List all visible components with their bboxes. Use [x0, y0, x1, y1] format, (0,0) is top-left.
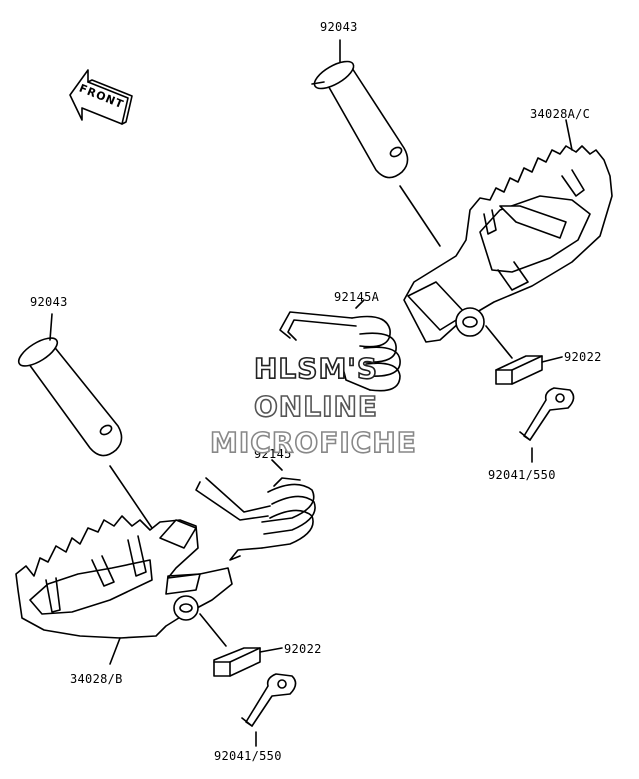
part-label-spring: 92145: [254, 447, 292, 461]
part-label-cotter-right: 92041/550: [488, 468, 556, 482]
front-arrow-icon: [69, 69, 133, 125]
part-label-cotter-left: 92041/550: [214, 749, 282, 763]
part-label-pin-lower: 92043: [30, 295, 68, 309]
pivot-pin-lower: [17, 313, 123, 457]
watermark-line-1: HLSM'S: [253, 351, 379, 386]
leader-line: [109, 465, 153, 529]
spring-upper: [279, 299, 401, 392]
cotter-pin-right: [519, 387, 575, 463]
pivot-pin-upper: [311, 60, 409, 179]
part-label-spring-a: 92145A: [334, 290, 380, 304]
part-label-pin-upper: 92043: [320, 20, 358, 34]
part-label-footpeg-left: 34028/B: [70, 672, 123, 686]
part-label-washer-right: 92022: [564, 350, 602, 364]
footpeg-right: [403, 119, 613, 343]
washer-left: [213, 647, 283, 677]
leader-line: [399, 185, 441, 247]
washer-right: [485, 325, 563, 385]
footpeg-left: [15, 515, 233, 665]
part-label-footpeg-right: 34028A/C: [530, 107, 591, 121]
watermark-line-3: MICROFICHE: [209, 425, 417, 460]
leader-line: [199, 613, 227, 647]
spring-lower: [195, 459, 316, 561]
part-label-washer-left: 92022: [284, 642, 322, 656]
watermark-line-2: ONLINE: [253, 389, 379, 424]
cotter-pin-left: [241, 673, 297, 747]
